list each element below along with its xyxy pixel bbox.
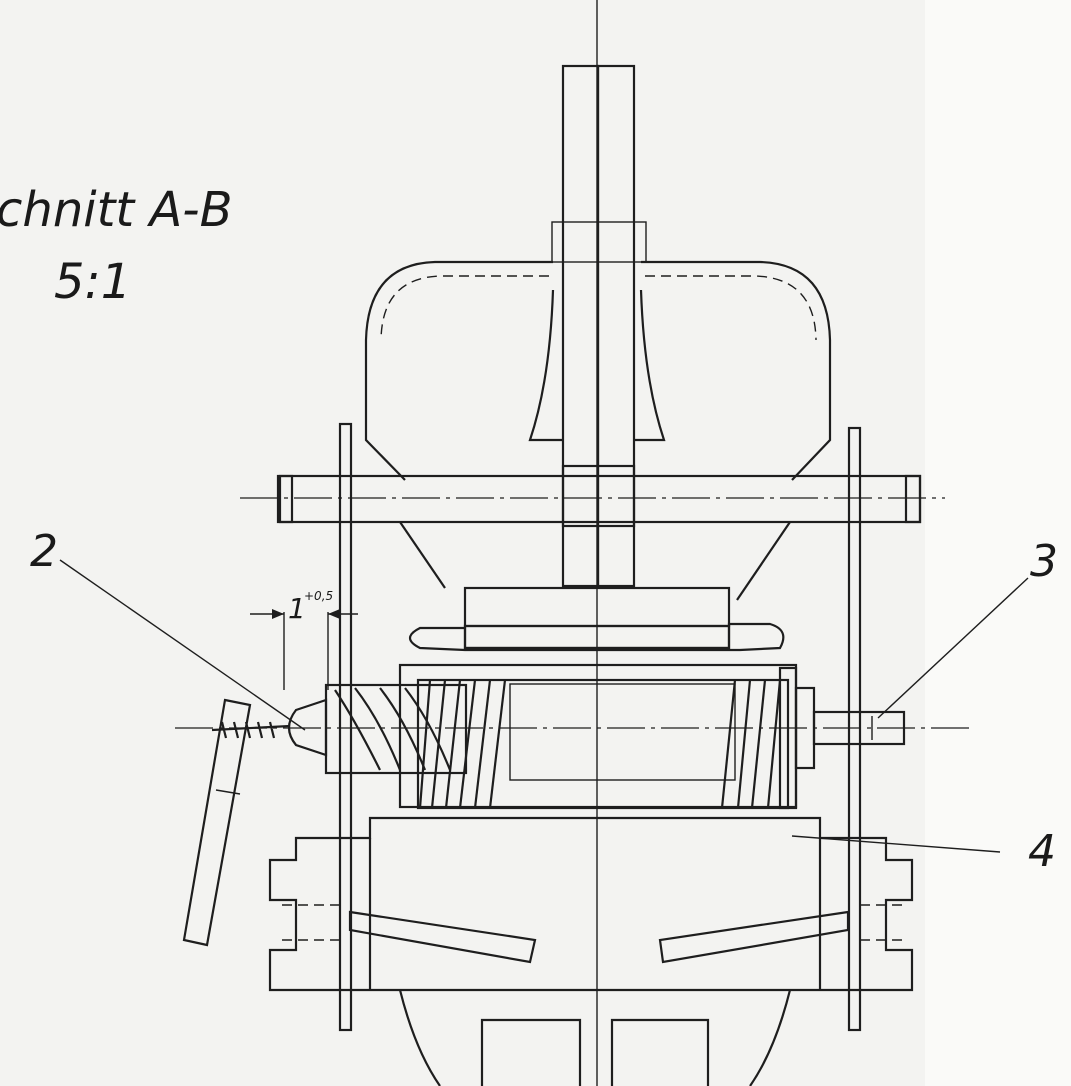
callout-4: 4 xyxy=(1028,826,1056,877)
vertical-shaft xyxy=(551,64,647,588)
dimension-gap: 1 +0,5 xyxy=(250,589,358,690)
drawing-sheet xyxy=(0,0,925,1086)
side-plates xyxy=(338,422,862,1032)
dimension-value: 1 xyxy=(288,592,306,625)
dimension-tolerance: +0,5 xyxy=(304,589,333,603)
callout-2: 2 xyxy=(30,526,58,577)
base-body xyxy=(268,816,914,1086)
lever xyxy=(182,698,252,947)
scale-label: 5:1 xyxy=(54,254,131,310)
roller xyxy=(398,663,798,810)
callout-3: 3 xyxy=(1030,536,1058,587)
leader-part-2 xyxy=(59,559,306,731)
leader-part-3 xyxy=(877,577,1029,719)
support-right xyxy=(736,521,791,601)
sheet-margin xyxy=(925,0,1071,1086)
leader-part-4 xyxy=(791,835,1001,853)
bell-housing xyxy=(364,260,832,481)
support-left xyxy=(399,521,446,589)
section-title: chnitt A-B xyxy=(0,182,233,238)
hatched-block xyxy=(408,586,785,652)
screw-spindle xyxy=(211,683,468,775)
horizontal-pin xyxy=(276,464,922,528)
right-shaft xyxy=(778,666,906,810)
